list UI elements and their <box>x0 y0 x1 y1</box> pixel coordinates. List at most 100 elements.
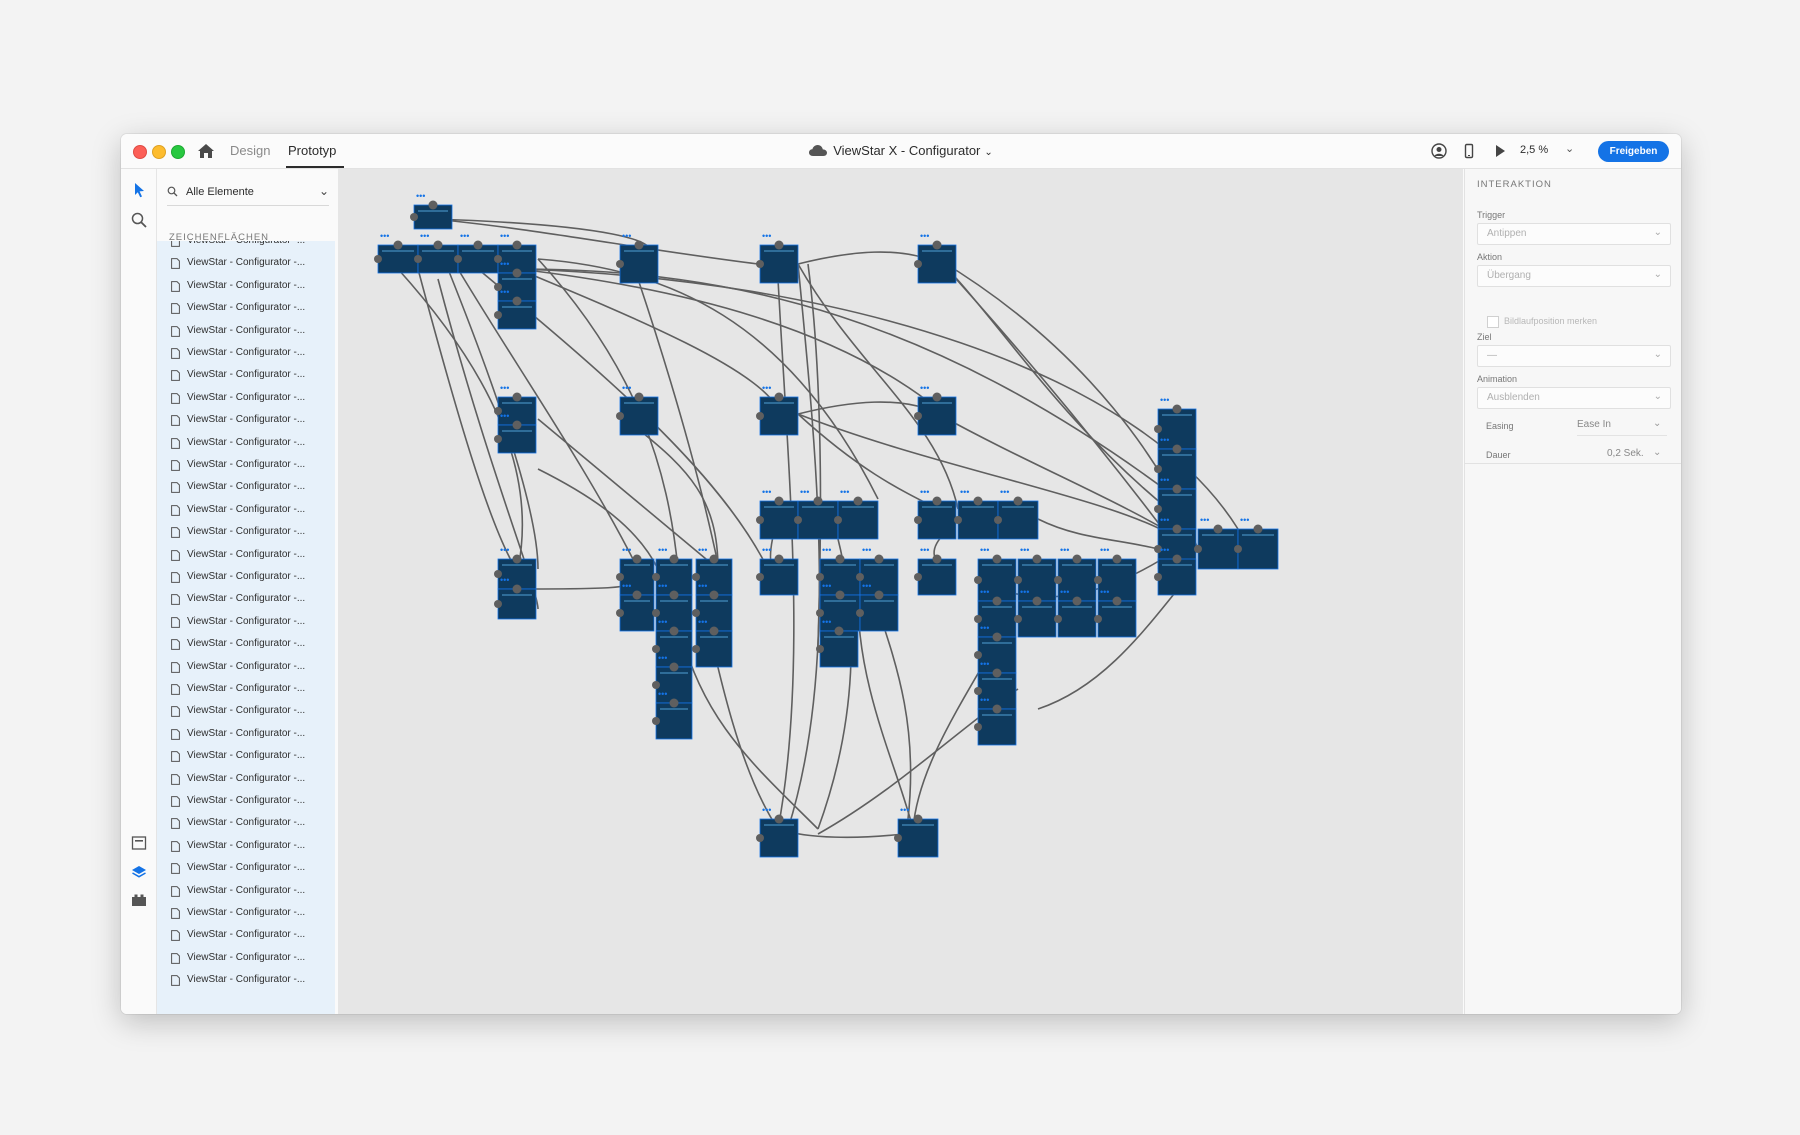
artboard-thumbnail[interactable] <box>759 396 799 436</box>
connection-handle[interactable] <box>1054 615 1062 623</box>
connection-handle[interactable] <box>494 255 502 263</box>
connection-handle[interactable] <box>816 573 824 581</box>
connection-handle[interactable] <box>756 834 764 842</box>
connection-wire[interactable] <box>637 428 719 570</box>
connection-wire[interactable] <box>797 401 929 415</box>
artboard-thumbnail[interactable] <box>759 244 799 284</box>
connection-handle[interactable] <box>914 516 922 524</box>
connection-handle[interactable] <box>1172 484 1182 494</box>
artboard-menu-icon[interactable]: ••• <box>1020 545 1029 555</box>
connection-handle[interactable] <box>692 573 700 581</box>
artboard-menu-icon[interactable]: ••• <box>1200 515 1209 525</box>
connection-handle[interactable] <box>974 576 982 584</box>
connection-handle[interactable] <box>428 200 438 210</box>
artboard-menu-icon[interactable]: ••• <box>920 231 929 241</box>
layer-item[interactable]: ViewStar - Configurator -... <box>157 723 335 745</box>
connection-handle[interactable] <box>1172 404 1182 414</box>
connection-handle[interactable] <box>494 435 502 443</box>
connection-handle[interactable] <box>974 651 982 659</box>
connection-wire[interactable] <box>537 258 879 500</box>
artboard-menu-icon[interactable]: ••• <box>622 383 631 393</box>
artboard-thumbnail[interactable] <box>695 594 733 632</box>
artboard-menu-icon[interactable]: ••• <box>500 575 509 585</box>
connection-handle[interactable] <box>1013 496 1023 506</box>
artboard-menu-icon[interactable]: ••• <box>960 487 969 497</box>
layer-item[interactable]: ViewStar - Configurator -... <box>157 499 335 521</box>
artboard-thumbnail[interactable] <box>457 244 499 274</box>
artboard-menu-icon[interactable]: ••• <box>658 653 667 663</box>
connection-handle[interactable] <box>1154 545 1162 553</box>
layer-item[interactable]: ViewStar - Configurator -... <box>157 241 335 252</box>
artboard-thumbnail[interactable] <box>859 594 899 632</box>
connection-handle[interactable] <box>512 240 522 250</box>
layer-item[interactable]: ViewStar - Configurator -... <box>157 880 335 902</box>
artboard-thumbnail[interactable] <box>497 300 537 330</box>
layer-item[interactable]: ViewStar - Configurator -... <box>157 275 335 297</box>
select-arrow-icon[interactable] <box>130 181 148 199</box>
connection-handle[interactable] <box>494 600 502 608</box>
artboard-menu-icon[interactable]: ••• <box>762 383 771 393</box>
artboard-thumbnail[interactable] <box>619 244 659 284</box>
artboard-thumbnail[interactable] <box>655 702 693 740</box>
artboard-thumbnail[interactable] <box>819 630 859 668</box>
layer-item[interactable]: ViewStar - Configurator -... <box>157 252 335 274</box>
connection-handle[interactable] <box>1032 554 1042 564</box>
layer-item[interactable]: ViewStar - Configurator -... <box>157 320 335 342</box>
artboard-thumbnail[interactable] <box>897 818 939 858</box>
connection-handle[interactable] <box>974 687 982 695</box>
connection-handle[interactable] <box>834 516 842 524</box>
connection-handle[interactable] <box>692 645 700 653</box>
connection-handle[interactable] <box>756 573 764 581</box>
artboard-thumbnail[interactable] <box>759 818 799 858</box>
artboard-thumbnail[interactable] <box>1157 408 1197 450</box>
zoom-level[interactable]: 2,5 % <box>1520 144 1549 156</box>
connection-handle[interactable] <box>632 554 642 564</box>
share-button[interactable]: Freigeben <box>1598 141 1669 162</box>
artboard-menu-icon[interactable]: ••• <box>416 191 425 201</box>
connection-wire[interactable] <box>877 608 912 820</box>
artboards-icon[interactable] <box>130 834 148 852</box>
connection-handle[interactable] <box>1253 524 1263 534</box>
artboard-menu-icon[interactable]: ••• <box>1100 545 1109 555</box>
play-icon[interactable] <box>1492 143 1508 159</box>
artboard-menu-icon[interactable]: ••• <box>762 805 771 815</box>
connection-handle[interactable] <box>1112 554 1122 564</box>
connection-handle[interactable] <box>756 260 764 268</box>
artboard-menu-icon[interactable]: ••• <box>500 231 509 241</box>
tab-design[interactable]: Design <box>230 143 271 158</box>
phone-preview-icon[interactable] <box>1461 143 1477 159</box>
connection-handle[interactable] <box>1032 596 1042 606</box>
connection-wire[interactable] <box>637 278 719 565</box>
connection-handle[interactable] <box>494 407 502 415</box>
connection-wire[interactable] <box>937 258 1179 550</box>
layer-item[interactable]: ViewStar - Configurator -... <box>157 432 335 454</box>
connection-handle[interactable] <box>1234 545 1242 553</box>
connection-wire[interactable] <box>797 263 959 510</box>
artboard-menu-icon[interactable]: ••• <box>698 617 707 627</box>
layer-item[interactable]: ViewStar - Configurator -... <box>157 947 335 969</box>
connection-handle[interactable] <box>914 412 922 420</box>
artboard-thumbnail[interactable] <box>917 244 957 284</box>
connection-handle[interactable] <box>1072 554 1082 564</box>
connection-handle[interactable] <box>709 590 719 600</box>
layer-item[interactable]: ViewStar - Configurator -... <box>157 364 335 386</box>
artboard-menu-icon[interactable]: ••• <box>698 581 707 591</box>
artboard-thumbnail[interactable] <box>797 500 839 540</box>
artboard-menu-icon[interactable]: ••• <box>500 287 509 297</box>
layer-item[interactable]: ViewStar - Configurator -... <box>157 857 335 879</box>
connection-handle[interactable] <box>1172 524 1182 534</box>
connection-handle[interactable] <box>1154 425 1162 433</box>
connection-handle[interactable] <box>494 283 502 291</box>
connection-handle[interactable] <box>874 554 884 564</box>
connection-handle[interactable] <box>856 573 864 581</box>
artboard-menu-icon[interactable]: ••• <box>840 487 849 497</box>
connection-handle[interactable] <box>512 296 522 306</box>
connection-handle[interactable] <box>1172 444 1182 454</box>
artboard-thumbnail[interactable] <box>837 500 879 540</box>
artboard-menu-icon[interactable]: ••• <box>862 545 871 555</box>
artboard-thumbnail[interactable] <box>497 588 537 620</box>
connection-wire[interactable] <box>432 218 759 265</box>
layer-item[interactable]: ViewStar - Configurator -... <box>157 342 335 364</box>
close-window-button[interactable] <box>133 145 147 159</box>
artboard-thumbnail[interactable] <box>655 666 693 704</box>
